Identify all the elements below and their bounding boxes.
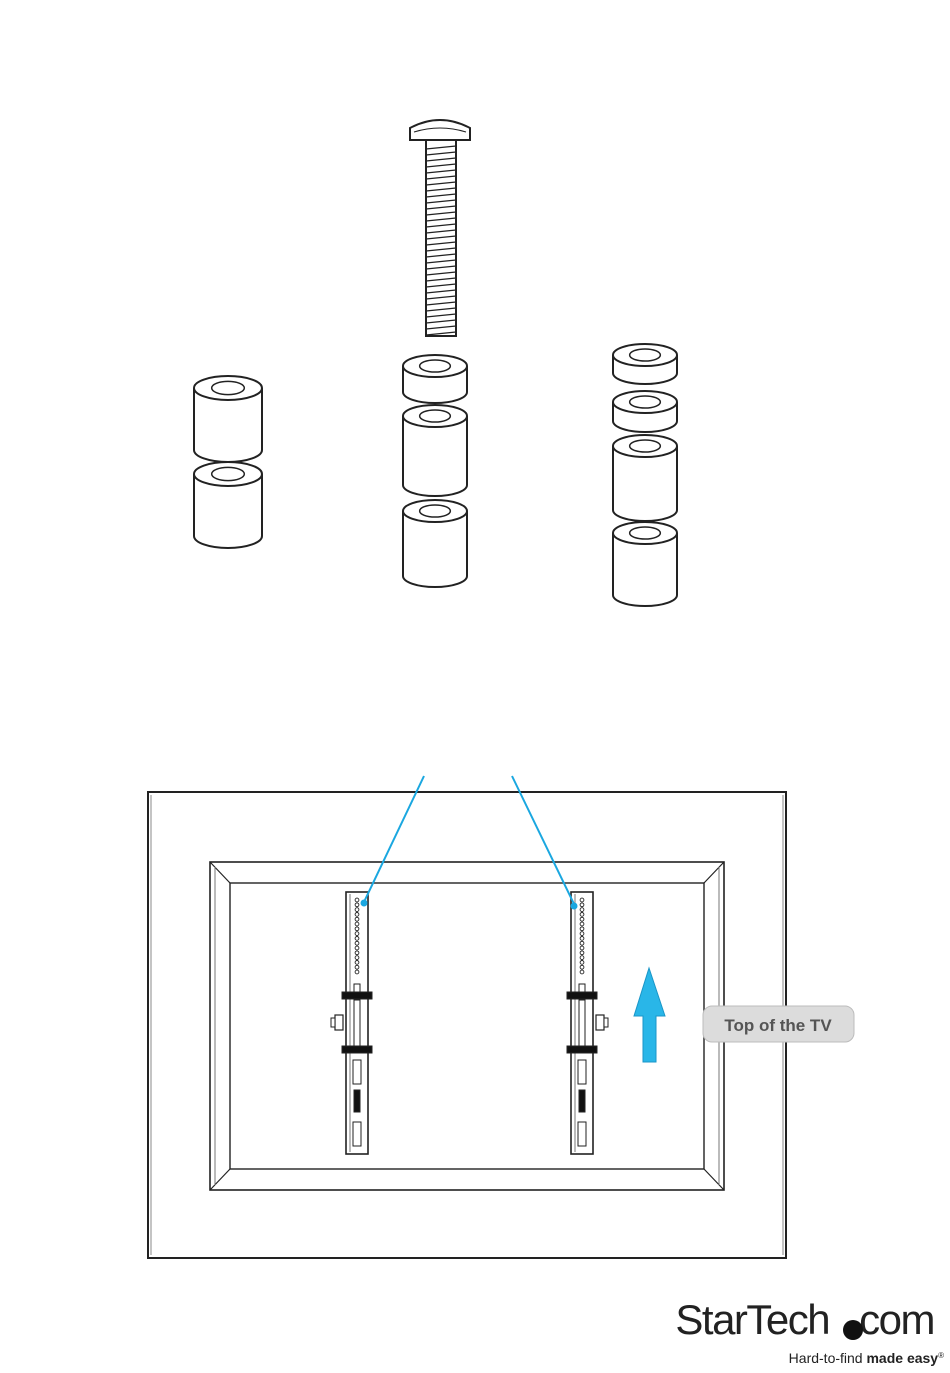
up-arrow-icon xyxy=(634,968,665,1062)
tv-back-view xyxy=(148,792,786,1258)
startech-logo: StarTech com Hard-to-find made easy® xyxy=(675,1296,944,1366)
logo-tagline-bold: made easy xyxy=(866,1350,938,1366)
spacer xyxy=(613,344,677,384)
screw-illustration xyxy=(410,120,470,336)
spacer-set xyxy=(194,344,677,606)
svg-text:Hard-to-find made easy®: Hard-to-find made easy® xyxy=(789,1350,944,1366)
top-of-tv-callout: Top of the TV xyxy=(703,1006,854,1042)
spacer xyxy=(613,522,677,606)
spacer xyxy=(403,500,467,587)
tv-recess xyxy=(230,883,704,1169)
spacer xyxy=(613,435,677,521)
logo-dot-icon xyxy=(843,1320,863,1340)
leader-lines xyxy=(361,776,578,910)
spacer xyxy=(613,391,677,432)
spacer xyxy=(403,405,467,496)
screw-head xyxy=(410,120,470,140)
logo-brand-start: StarTech xyxy=(675,1296,829,1343)
leader-line-right xyxy=(512,776,574,904)
vertical-bracket xyxy=(331,892,372,1154)
spacer xyxy=(194,376,262,462)
logo-tagline-mark: ® xyxy=(938,1351,944,1360)
vertical-bracket xyxy=(567,892,608,1154)
spacer xyxy=(403,355,467,403)
logo-brand-end: com xyxy=(859,1296,934,1343)
mounting-brackets xyxy=(331,892,608,1154)
logo-tagline-regular: Hard-to-find xyxy=(789,1350,867,1366)
spacer xyxy=(194,462,262,548)
top-of-tv-label: Top of the TV xyxy=(724,1016,832,1035)
